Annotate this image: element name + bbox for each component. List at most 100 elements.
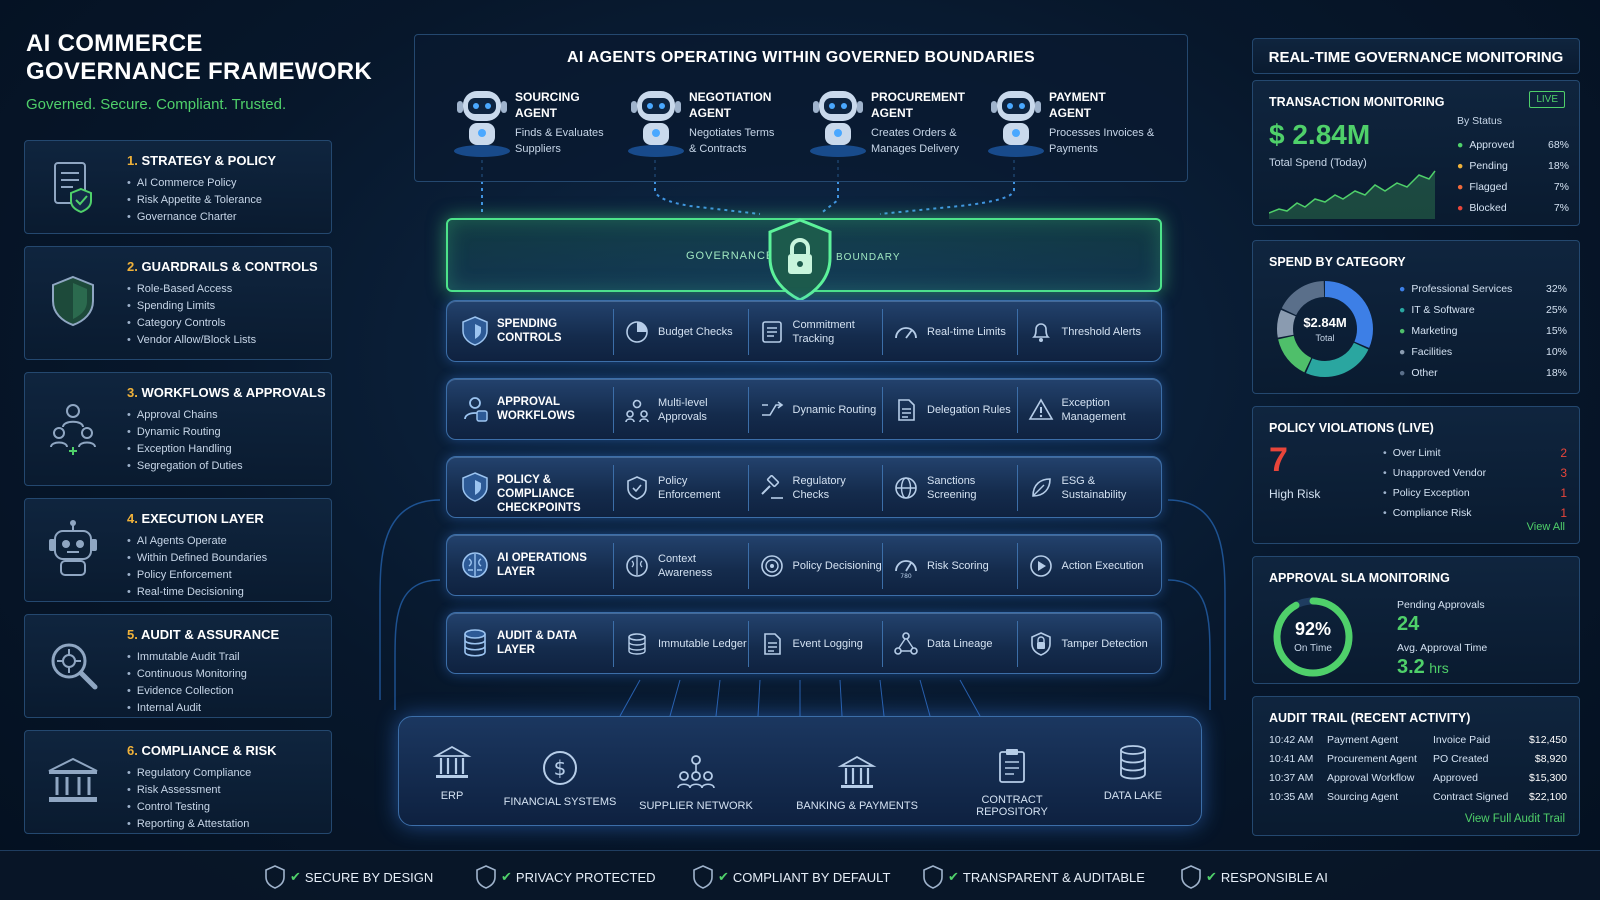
layer-cell[interactable]: Real-time Limits xyxy=(882,309,1017,355)
footer-badge: ✔SECURE BY DESIGN xyxy=(264,865,433,889)
pillar-card-audit[interactable]: 5. AUDIT & ASSURANCE Immutable Audit Tra… xyxy=(24,614,332,718)
foundation-banking-payments[interactable]: BANKING & PAYMENTS xyxy=(790,752,924,812)
list-item: Control Testing xyxy=(127,799,251,816)
layer-cell[interactable]: Event Logging xyxy=(747,621,883,667)
layer-cell[interactable]: Exception Management xyxy=(1016,387,1152,433)
list-item: Dynamic Routing xyxy=(127,424,243,441)
donut-center-value: $2.84M xyxy=(1303,315,1347,330)
foundation-data-lake[interactable]: DATA LAKE xyxy=(1098,742,1168,802)
clipboard-icon xyxy=(992,746,1032,786)
layer-cell[interactable]: Data Lineage xyxy=(882,621,1017,667)
dollar-icon: $ xyxy=(540,748,580,788)
pillar-card-compliance[interactable]: 6. COMPLIANCE & RISK Regulatory Complian… xyxy=(24,730,332,834)
checklist-icon xyxy=(759,319,785,345)
policy-violations-card[interactable]: POLICY VIOLATIONS (LIVE) 7 High Risk •Ov… xyxy=(1252,406,1580,544)
pillar-card-guardrails[interactable]: 2. GUARDRAILS & CONTROLS Role-Based Acce… xyxy=(24,246,332,360)
layer-cell[interactable]: Regulatory Checks xyxy=(747,465,883,511)
pillar-title: 4. EXECUTION LAYER xyxy=(127,511,264,526)
layer-approval-workflows[interactable]: APPROVAL WORKFLOWS Multi-level Approvals… xyxy=(446,378,1162,440)
transaction-monitoring-card[interactable]: TRANSACTION MONITORING LIVE $ 2.84M Tota… xyxy=(1252,80,1580,226)
pillar-card-execution[interactable]: 4. EXECUTION LAYER AI Agents Operate Wit… xyxy=(24,498,332,602)
check-icon: ✔ xyxy=(290,869,301,884)
shield-icon xyxy=(476,865,496,889)
sla-gauge: 92% On Time xyxy=(1269,593,1357,681)
database-icon xyxy=(459,627,491,659)
layer-cell[interactable]: Threshold Alerts xyxy=(1016,309,1152,355)
brain-icon xyxy=(624,553,650,579)
spend-sparkline xyxy=(1269,169,1437,219)
agents-panel: AI AGENTS OPERATING WITHIN GOVERNED BOUN… xyxy=(414,34,1188,182)
layer-cell[interactable]: Tamper Detection xyxy=(1016,621,1152,667)
layer-cell[interactable]: Sanctions Screening xyxy=(882,465,1017,511)
layer-cell[interactable]: Policy Enforcement xyxy=(613,465,748,511)
layer-cell[interactable]: Action Execution xyxy=(1016,543,1152,589)
team-workflow-icon xyxy=(43,397,103,457)
list-item: Regulatory Compliance xyxy=(127,765,251,782)
network-icon xyxy=(893,631,919,657)
foundation-erp[interactable]: ERP xyxy=(424,742,480,802)
target-icon xyxy=(759,553,785,579)
agent-description: Negotiates Terms& Contracts xyxy=(689,127,775,155)
footer-bar: ✔SECURE BY DESIGN ✔PRIVACY PROTECTED ✔CO… xyxy=(0,850,1600,900)
pillar-card-strategy[interactable]: 1. STRATEGY & POLICY AI Commerce Policy … xyxy=(24,140,332,234)
bell-icon xyxy=(1028,319,1054,345)
list-item: Evidence Collection xyxy=(127,683,247,700)
pillar-list: Regulatory Compliance Risk Assessment Co… xyxy=(127,765,251,833)
shield-icon xyxy=(43,271,103,331)
layer-policy-compliance[interactable]: POLICY & COMPLIANCE CHECKPOINTS Policy E… xyxy=(446,456,1162,518)
approval-sla-card[interactable]: APPROVAL SLA MONITORING 92% On Time Pend… xyxy=(1252,556,1580,684)
agents-title: AI AGENTS OPERATING WITHIN GOVERNED BOUN… xyxy=(566,49,1036,66)
pillar-card-workflows[interactable]: 3. WORKFLOWS & APPROVALS Approval Chains… xyxy=(24,372,332,486)
brain-icon xyxy=(459,549,491,581)
monitoring-header: REAL-TIME GOVERNANCE MONITORING xyxy=(1252,38,1580,74)
layer-cell[interactable]: Dynamic Routing xyxy=(747,387,883,433)
shield-icon xyxy=(1181,865,1201,889)
card-title: SPEND BY CATEGORY xyxy=(1269,255,1406,269)
layer-cell[interactable]: Budget Checks xyxy=(613,309,748,355)
donut-slice-0 xyxy=(1277,281,1373,377)
layer-cell[interactable]: Multi-level Approvals xyxy=(613,387,748,433)
layer-audit-data[interactable]: AUDIT & DATA LAYER Immutable Ledger Even… xyxy=(446,612,1162,674)
foundation-financial-systems[interactable]: $ FINANCIAL SYSTEMS xyxy=(500,748,620,808)
spend-by-category-card[interactable]: SPEND BY CATEGORY $2.84M Total ●Professi… xyxy=(1252,240,1580,394)
layer-name: APPROVAL WORKFLOWS xyxy=(459,389,609,433)
avg-approval-label: Avg. Approval Time xyxy=(1397,642,1488,654)
gauge-icon xyxy=(893,319,919,345)
layer-cell[interactable]: Context Awareness xyxy=(613,543,748,589)
shield-icon xyxy=(265,865,285,889)
leaf-icon xyxy=(1028,475,1054,501)
view-all-link[interactable]: View All xyxy=(1526,521,1565,533)
layer-ai-operations[interactable]: AI OPERATIONS LAYER Context Awareness Po… xyxy=(446,534,1162,596)
footer-badge: ✔RESPONSIBLE AI xyxy=(1180,865,1328,889)
layer-cell[interactable]: Delegation Rules xyxy=(882,387,1017,433)
database-icon xyxy=(624,631,650,657)
layer-cell[interactable]: ESG & Sustainability xyxy=(1016,465,1152,511)
donut-slice-3 xyxy=(1277,281,1373,377)
list-item: Continuous Monitoring xyxy=(127,666,247,683)
layer-cell[interactable]: Commitment Tracking xyxy=(747,309,883,355)
pillar-title: 3. WORKFLOWS & APPROVALS xyxy=(127,385,326,400)
foundation-supplier-network[interactable]: SUPPLIER NETWORK xyxy=(636,752,756,812)
card-title: POLICY VIOLATIONS (LIVE) xyxy=(1269,421,1434,435)
layer-spending-controls[interactable]: SPENDING CONTROLS Budget Checks Commitme… xyxy=(446,300,1162,362)
view-full-audit-link[interactable]: View Full Audit Trail xyxy=(1464,813,1565,825)
title-line-2: GOVERNANCE FRAMEWORK xyxy=(26,58,372,85)
layer-cell[interactable]: Immutable Ledger xyxy=(613,621,748,667)
magnifier-icon xyxy=(43,635,103,695)
layer-cell[interactable]: Policy Decisioning xyxy=(747,543,883,589)
foundation-contract-repository[interactable]: CONTRACT REPOSITORY xyxy=(948,746,1076,818)
